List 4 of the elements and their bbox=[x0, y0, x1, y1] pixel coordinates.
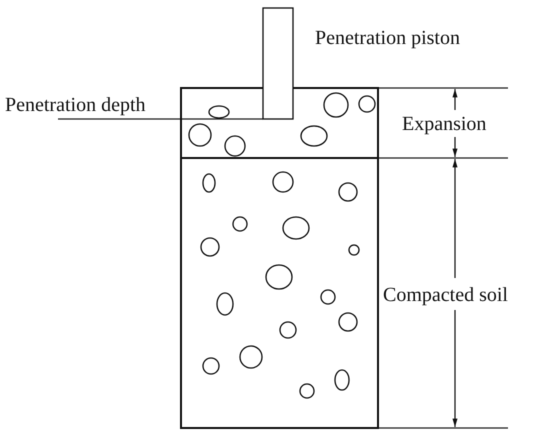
part-label: Penetration depth bbox=[5, 94, 146, 116]
dimension-label: Compacted soil bbox=[383, 284, 508, 306]
dimension-label: Expansion bbox=[402, 113, 486, 135]
part-label: Penetration piston bbox=[315, 27, 460, 49]
